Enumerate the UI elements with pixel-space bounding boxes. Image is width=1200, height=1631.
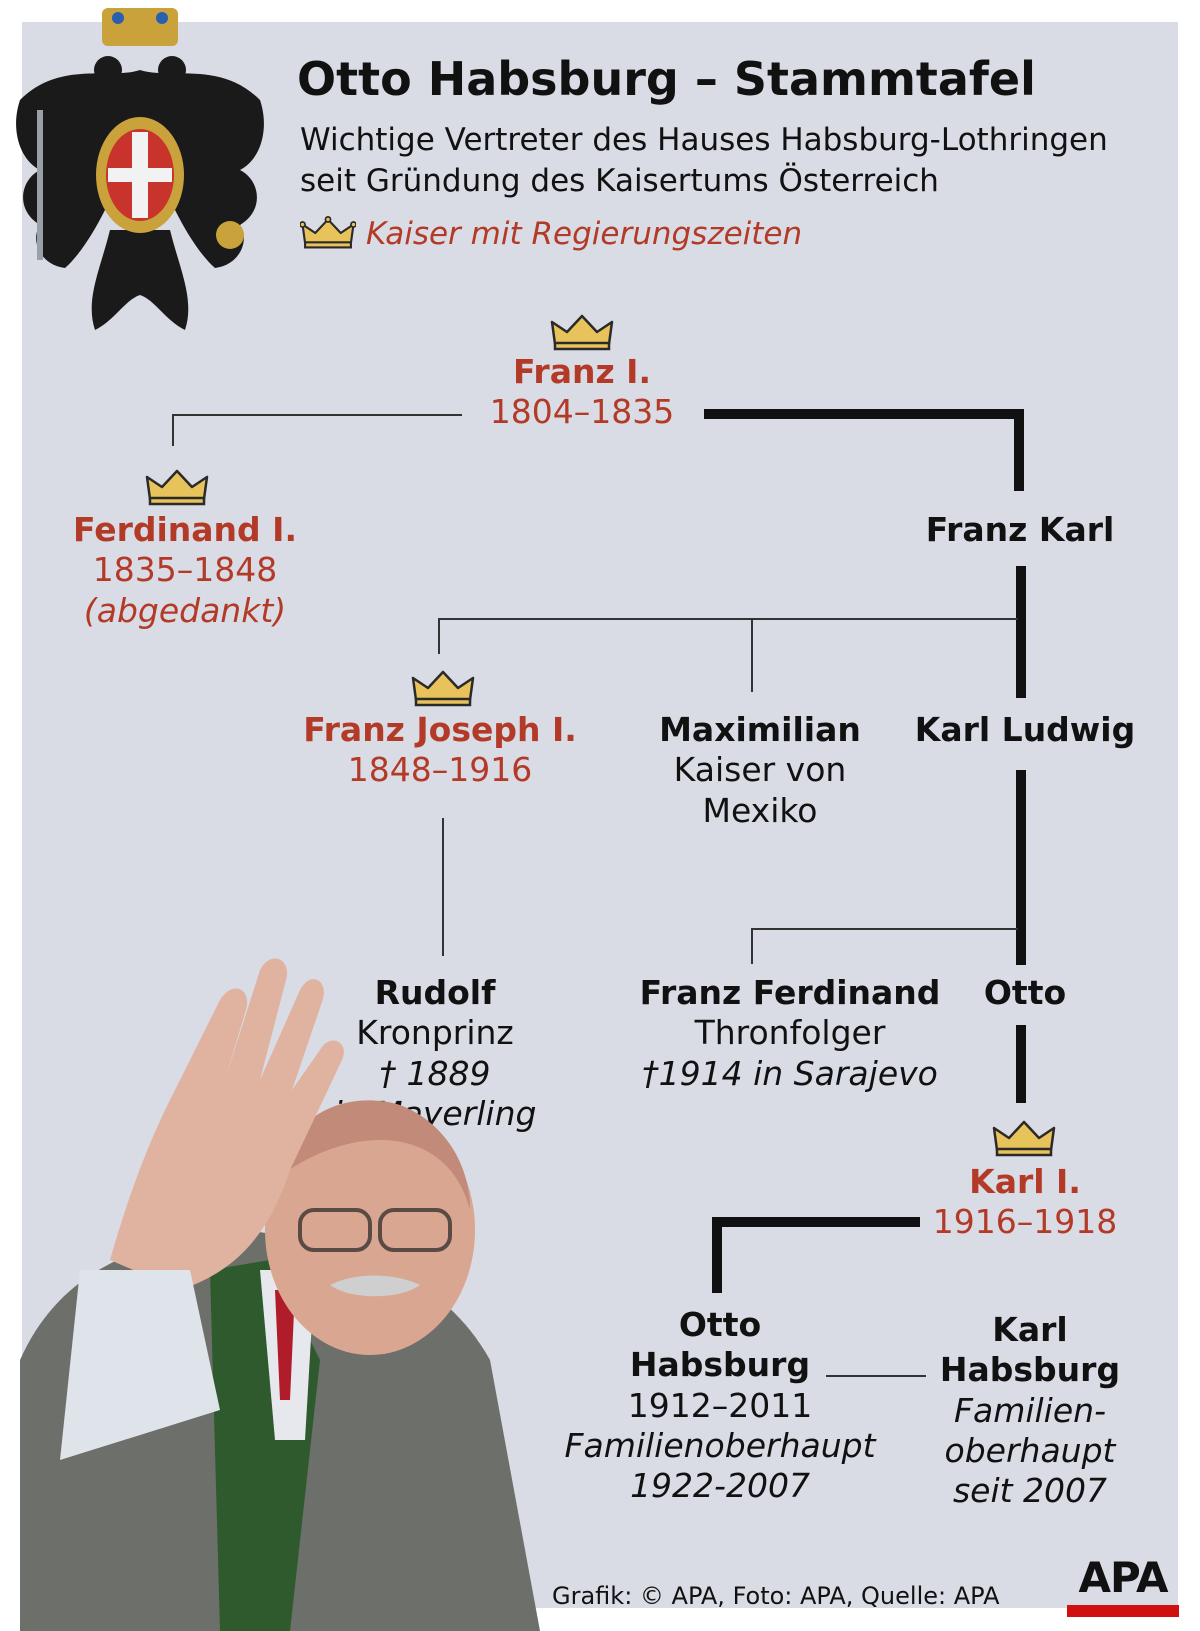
connector-line <box>1016 566 1026 698</box>
connector-line <box>1016 770 1026 965</box>
dagger-cross-icon: † <box>379 1053 407 1093</box>
connector-line <box>438 618 440 654</box>
coat-of-arms-icon <box>16 8 264 330</box>
person-karl-ludwig: Karl Ludwig <box>914 710 1136 749</box>
connector-line <box>438 618 1018 620</box>
apa-logo: APA <box>1063 1553 1183 1619</box>
person-rudolf: Rudolf Kronprinz † 1889 in Mayerling <box>333 973 537 1133</box>
connector-line <box>712 1217 920 1227</box>
person-karl-1: Karl I. 1916–1918 <box>932 1162 1118 1242</box>
person-maximilian: Maximilian Kaiser von Mexiko <box>659 710 861 830</box>
connector-line <box>712 1217 722 1293</box>
crown-icon <box>992 1120 1056 1157</box>
connector-line <box>172 414 462 416</box>
connector-line <box>826 1375 926 1377</box>
crown-icon <box>411 670 475 707</box>
legend-label: Kaiser mit Regierungszeiten <box>366 216 803 252</box>
person-otto-father: Otto <box>983 973 1067 1012</box>
connector-line <box>751 928 753 964</box>
credit-line: Grafik: © APA, Foto: APA, Quelle: APA <box>552 1582 1000 1610</box>
person-otto-habsburg: Otto Habsburg 1912–2011 Familienoberhaup… <box>564 1305 876 1505</box>
dagger-cross-icon: † <box>642 1053 659 1093</box>
person-karl-habsburg: Karl Habsburg Familien- oberhaupt seit 2… <box>939 1310 1121 1510</box>
person-franz-ferdinand: Franz Ferdinand Thronfolger †1914 in Sar… <box>639 973 941 1093</box>
connector-line <box>1014 409 1024 491</box>
crown-icon <box>145 469 209 506</box>
page-subtitle: Wichtige Vertreter des Hauses Habsburg-L… <box>300 120 1160 202</box>
connector-line <box>1016 1025 1026 1103</box>
crown-icon <box>300 216 356 249</box>
subtitle-line-1: Wichtige Vertreter des Hauses Habsburg-L… <box>300 122 1108 158</box>
connector-line <box>751 928 1018 930</box>
person-franz-karl: Franz Karl <box>925 510 1115 549</box>
apa-logo-text: APA <box>1078 1553 1169 1602</box>
crown-icon <box>550 314 614 351</box>
person-ferdinand-1: Ferdinand I. 1835–1848 (abgedankt) <box>73 510 297 630</box>
person-franz-joseph-1: Franz Joseph I. 1848–1916 <box>303 710 577 790</box>
page-title: Otto Habsburg – Stammtafel <box>297 52 1036 106</box>
connector-line <box>442 818 444 956</box>
apa-logo-bar <box>1067 1605 1179 1617</box>
person-franz-1: Franz I. 1804–1835 <box>489 352 675 432</box>
portrait-photo <box>20 958 540 1631</box>
subtitle-line-2: seit Gründung des Kaisertums Österreich <box>300 162 939 199</box>
connector-line <box>751 618 753 692</box>
connector-line <box>704 409 1024 419</box>
connector-line <box>172 414 174 446</box>
